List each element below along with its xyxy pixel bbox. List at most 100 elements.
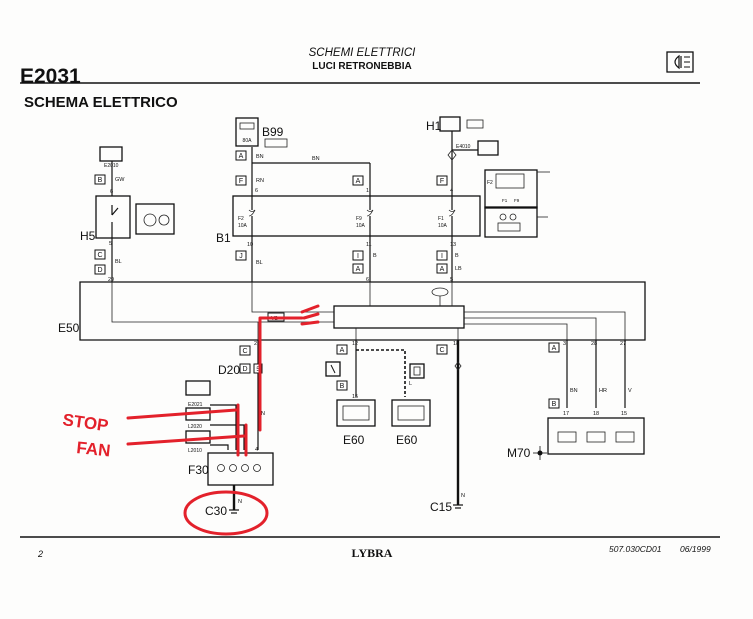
tags-j: J bbox=[239, 253, 243, 260]
wires-b_lower: B bbox=[455, 253, 459, 259]
f30-connector bbox=[207, 452, 274, 486]
pins-p18: 18 bbox=[593, 411, 599, 417]
b1-label: B1 bbox=[216, 231, 231, 245]
pins-p12: 12 bbox=[352, 341, 358, 347]
fuses-f9: F9 bbox=[356, 216, 362, 222]
doc-reference: 507.030CD01 bbox=[609, 544, 662, 554]
wires-n_c30: N bbox=[238, 499, 242, 505]
e2021-label: E2021 bbox=[188, 402, 203, 408]
fuses-f9_amp: 10A bbox=[356, 223, 366, 229]
wires-n_c15: N bbox=[461, 493, 465, 499]
pins-p5: 5 bbox=[450, 277, 453, 283]
wires-bn_b99: BN bbox=[256, 154, 264, 160]
tags-a: A bbox=[356, 178, 361, 185]
pins-p15: 15 bbox=[352, 394, 358, 400]
fuses-f2_amp: 10A bbox=[238, 223, 248, 229]
tags-c: C bbox=[242, 348, 247, 355]
fuses-f2: F2 bbox=[487, 180, 493, 186]
wires-gw: GW bbox=[115, 177, 125, 183]
pins-p13: 13 bbox=[450, 242, 456, 248]
h1-label: H1 bbox=[426, 119, 442, 133]
b99-label: B99 bbox=[262, 125, 284, 139]
tags-a: A bbox=[356, 266, 361, 273]
pins-p5: 5 bbox=[256, 367, 260, 373]
e50-body-computer bbox=[79, 281, 646, 341]
fuses-f1_amp: 10A bbox=[438, 223, 448, 229]
m70-switch-panel bbox=[547, 417, 645, 455]
wires-n_d20: N bbox=[261, 411, 265, 417]
wires-hr_m70: HR bbox=[599, 388, 607, 394]
pins-p2: 2 bbox=[254, 341, 257, 347]
section-title: SCHEMA ELETTRICO bbox=[24, 94, 178, 111]
e50-label: E50 bbox=[58, 321, 80, 335]
fuses-f1: F1 bbox=[502, 198, 508, 203]
e60-right-label: E60 bbox=[396, 433, 418, 447]
tags-a: A bbox=[440, 266, 445, 273]
d20-label: D20 bbox=[218, 363, 240, 377]
annotation-circle-c30 bbox=[183, 490, 269, 536]
f2-relay-inset: F2 F1 F9 bbox=[484, 169, 550, 209]
pins-p27: 27 bbox=[620, 341, 626, 347]
b1-fuse-box bbox=[232, 195, 481, 237]
pins-p4: 4 bbox=[255, 447, 258, 453]
f30-label: F30 bbox=[188, 463, 209, 477]
rear-fog-lamp-icon bbox=[666, 51, 694, 73]
wires-v_m70: V bbox=[628, 388, 632, 394]
tags-b: B bbox=[552, 401, 557, 408]
pins-p28: 28 bbox=[591, 341, 597, 347]
b99-battery-block: 80A B99 bbox=[235, 117, 288, 148]
pins-p18: 18 bbox=[453, 341, 459, 347]
doc-date: 06/1999 bbox=[680, 544, 711, 554]
l2010-label: L2010 bbox=[188, 448, 202, 454]
h5-switch bbox=[95, 195, 131, 239]
relay-inset bbox=[484, 206, 548, 238]
l2020-label: L2020 bbox=[188, 424, 202, 430]
pins-p5: 5 bbox=[109, 241, 112, 247]
tags-i: I bbox=[357, 253, 359, 260]
tags-a: A bbox=[340, 347, 345, 354]
pins-p29: 29 bbox=[108, 277, 114, 283]
tags-d: D bbox=[242, 366, 247, 373]
fuses-f1: F1 bbox=[438, 216, 444, 222]
fuel-gauge-icon bbox=[409, 363, 425, 379]
wires-b_m70: BN bbox=[570, 388, 578, 394]
b99-rating: 80A bbox=[243, 138, 253, 144]
wires-bl_c: BL bbox=[115, 259, 122, 265]
header-subtitle-top: SCHEMI ELETTRICI bbox=[309, 47, 417, 59]
pins-p15: 15 bbox=[621, 411, 627, 417]
annotation-stop: STOP bbox=[61, 410, 109, 435]
tags-a: A bbox=[552, 345, 557, 352]
pins-p1: 1 bbox=[366, 188, 369, 194]
tags-b: B bbox=[98, 177, 103, 184]
pins-p6: 6 bbox=[255, 188, 258, 194]
wires-bl_j: BL bbox=[256, 260, 263, 266]
tags-f: F bbox=[239, 178, 243, 185]
pins-p3: 3 bbox=[563, 341, 566, 347]
annotation-fan: FAN bbox=[76, 438, 112, 460]
wires-lb: LB bbox=[455, 266, 462, 272]
pins-p6: 6 bbox=[366, 277, 369, 283]
fuses-f9: F9 bbox=[514, 198, 520, 203]
tags-i: I bbox=[441, 253, 443, 260]
wires-l_e60: L bbox=[409, 381, 412, 387]
tags-d: D bbox=[97, 267, 102, 274]
thermometer-icon bbox=[325, 361, 341, 377]
e4010-label: E4010 bbox=[456, 144, 471, 150]
m70-label: M70 bbox=[507, 446, 531, 460]
pins-p11: 11 bbox=[366, 242, 372, 248]
c30-label: C30 bbox=[205, 504, 227, 518]
pins-p17: 17 bbox=[563, 411, 569, 417]
wires-b_lower: B bbox=[373, 253, 377, 259]
fuses-f2: F2 bbox=[238, 216, 244, 222]
wires-rn_f: RN bbox=[256, 178, 264, 184]
tags-c: C bbox=[439, 347, 444, 354]
tags-c: C bbox=[97, 252, 102, 259]
pins-p6: 6 bbox=[110, 189, 113, 195]
model-name: LYBRA bbox=[352, 546, 393, 560]
light-icon bbox=[533, 446, 547, 460]
e60-gauge-right bbox=[391, 399, 431, 427]
tags-a: A bbox=[239, 153, 244, 160]
pins-p10: 10 bbox=[247, 242, 253, 248]
